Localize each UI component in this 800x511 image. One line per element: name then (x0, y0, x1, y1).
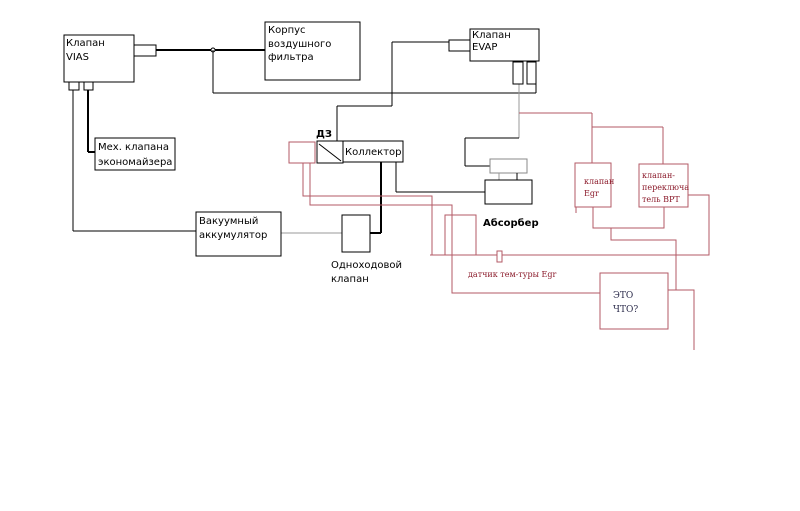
economizer-label-2: экономайзера (98, 157, 172, 168)
node-evap: Клапан EVAP (448, 28, 540, 85)
egr-temp-sensor-label: датчик тем-туры Egr (468, 270, 556, 279)
unknown-box (599, 272, 669, 330)
red-line-throttle-b (309, 163, 600, 294)
throttle-label: ДЗ (316, 129, 332, 140)
red-box-left-of-throttle (288, 141, 316, 164)
red-line-throttle-a (302, 163, 433, 255)
egr-connections (302, 112, 710, 350)
node-absorber: Абсорбер (483, 158, 539, 229)
vias-label-1: Клапан (66, 38, 105, 49)
air-filter-box (264, 21, 361, 81)
check-valve-label-1: Одноходовой (331, 260, 402, 271)
air-filter-label-3: фильтра (268, 52, 314, 63)
red-line-unknown-right (668, 289, 695, 350)
node-throttle-collector: ДЗ Коллектор (288, 129, 404, 164)
throttle-plate-icon (318, 143, 342, 162)
evap-label-2: EVAP (472, 42, 497, 53)
egr-temp-sensor (496, 250, 503, 263)
economizer-box (94, 137, 176, 171)
node-egr-valve: клапан Egr (574, 162, 614, 208)
egr-valve-box (574, 162, 612, 208)
absorber-label: Абсорбер (483, 217, 539, 229)
collector-box (342, 140, 404, 163)
evap-port-left (448, 39, 471, 52)
bpt-valve-label-2: переключа (642, 183, 689, 192)
vias-port-a (68, 81, 80, 91)
evap-port-a (512, 61, 524, 85)
node-air-filter: Корпус воздушного фильтра (264, 21, 361, 81)
egr-valve-label-2: Egr (584, 189, 599, 198)
vacuum-acc-label-2: аккумулятор (199, 230, 267, 241)
unknown-label-1: ЭТО (613, 291, 633, 301)
unknown-label-2: ЧТО? (613, 305, 638, 315)
vacuum-acc-label-1: Вакуумный (199, 216, 258, 227)
evap-label-1: Клапан (472, 30, 511, 41)
red-line-bpt-right (430, 194, 710, 256)
egr-valve-label-1: клапан (584, 177, 614, 186)
economizer-label-1: Мех. клапана (98, 142, 169, 153)
air-filter-label-1: Корпус (268, 25, 306, 36)
bpt-valve-label-3: тель BPT (642, 195, 680, 204)
check-valve-label-2: клапан (331, 274, 369, 285)
bpt-valve-box (638, 163, 689, 208)
node-economizer: Мех. клапана экономайзера (94, 137, 176, 171)
vacuum-accumulator-box (195, 211, 282, 257)
absorber-top-box (489, 158, 528, 174)
bpt-valve-label-1: клапан- (642, 171, 675, 180)
absorber-box (484, 179, 533, 205)
main-connections (72, 41, 537, 234)
red-line-loop (444, 214, 477, 255)
red-line-to-unknown (610, 228, 677, 290)
node-vias: Клапан VIAS (63, 34, 157, 91)
node-bpt-valve: клапан- переключа тель BPT (638, 163, 689, 208)
vias-port-b (83, 81, 94, 91)
node-unknown: ЭТО ЧТО? (599, 272, 669, 330)
vias-label-2: VIAS (66, 52, 89, 63)
red-line-egr-bpt-join (592, 207, 665, 229)
collector-label: Коллектор (345, 147, 401, 158)
vias-box (63, 34, 135, 83)
check-valve-box (341, 214, 371, 253)
air-filter-label-2: воздушного (268, 39, 331, 50)
node-check-valve: Одноходовой клапан (331, 214, 402, 285)
evap-port-b (526, 61, 537, 85)
node-vacuum-accumulator: Вакуумный аккумулятор (195, 211, 282, 257)
vias-port-right (133, 44, 157, 57)
